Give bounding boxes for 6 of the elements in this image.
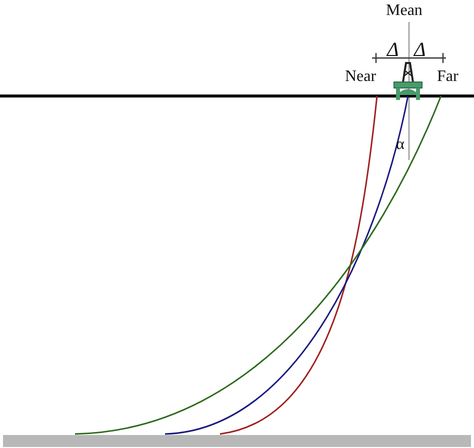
near-label: Near — [345, 69, 376, 85]
offset-label: Δ — [387, 40, 399, 60]
offset-label: Δ — [414, 40, 426, 60]
mean-label: Mean — [386, 3, 422, 19]
angle-label: α — [396, 137, 404, 153]
far-label: Far — [437, 69, 458, 85]
